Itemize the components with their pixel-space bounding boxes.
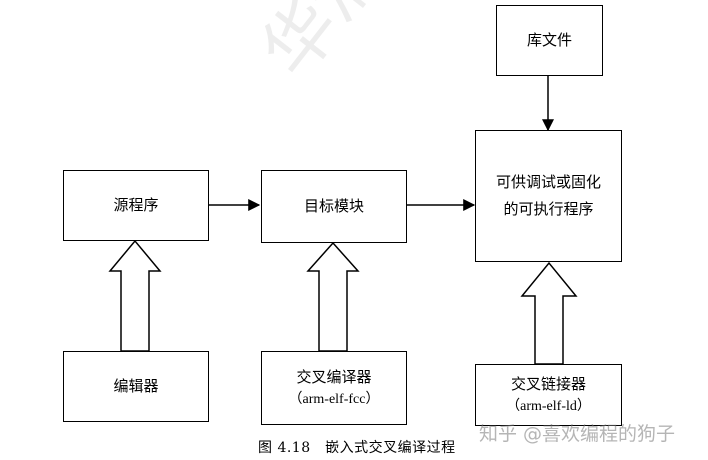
library-file-box: 库文件: [496, 5, 603, 76]
executable-program-box: 可供调试或固化 的可执行程序: [475, 130, 622, 262]
source-program-box: 源程序: [63, 170, 209, 241]
cross-linker-label: 交叉链接器: [510, 375, 586, 394]
cross-compiler-label: 交叉编译器: [296, 368, 372, 387]
cross-linker-command: （arm-elf-ld）: [506, 398, 591, 414]
editor-label: 编辑器: [113, 377, 159, 395]
source-program-label: 源程序: [113, 196, 159, 214]
figure-caption: 图 4.18 嵌入式交叉编译过程: [258, 440, 456, 456]
cross-compiler-box: 交叉编译器 （arm-elf-fcc）: [261, 351, 407, 425]
hollow-arrow-editor-to-source: [108, 239, 162, 352]
executable-line2: 的可执行程序: [503, 200, 594, 218]
cross-compiler-command: （arm-elf-fcc）: [288, 391, 380, 407]
cross-linker-box: 交叉链接器 （arm-elf-ld）: [475, 364, 622, 426]
hollow-arrow-linker-to-exec: [520, 261, 578, 365]
executable-line1: 可供调试或固化: [495, 173, 601, 191]
object-module-label: 目标模块: [303, 197, 364, 215]
hollow-arrow-compiler-to-object: [306, 241, 360, 352]
zhihu-watermark: 知乎 @喜欢编程的狗子: [479, 423, 676, 445]
editor-box: 编辑器: [63, 351, 209, 422]
library-file-label: 库文件: [526, 31, 572, 49]
object-module-box: 目标模块: [261, 170, 407, 243]
